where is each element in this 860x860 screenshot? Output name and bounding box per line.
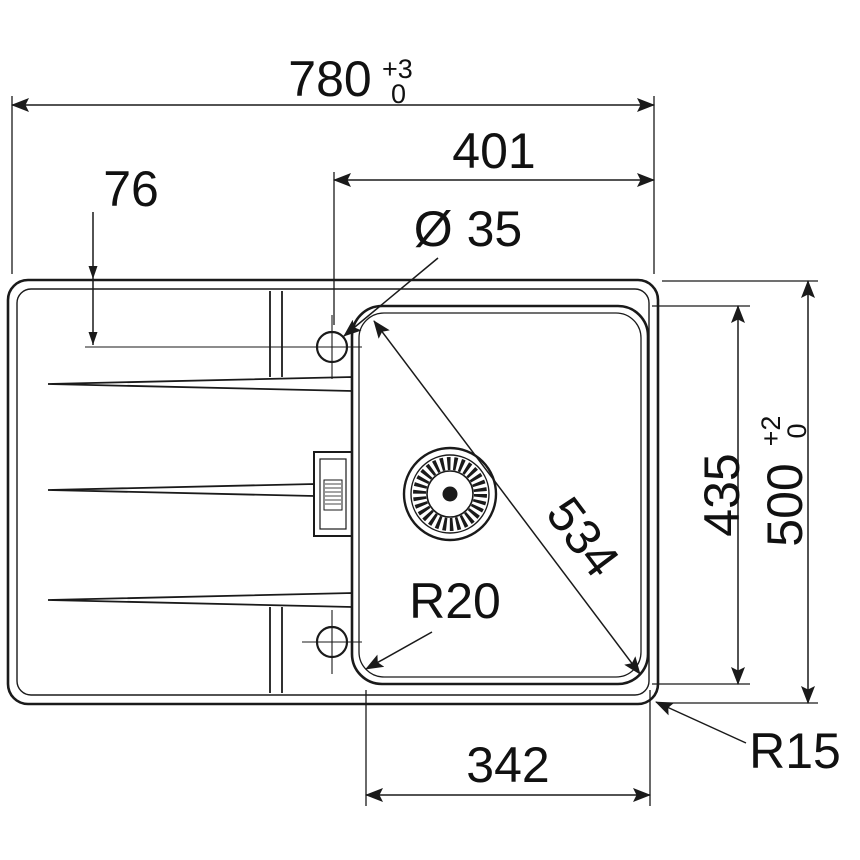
drain-waste bbox=[402, 446, 498, 542]
bowl-inner-outline bbox=[358, 312, 642, 678]
arrowhead bbox=[88, 266, 98, 279]
tap-hole-circle bbox=[315, 625, 349, 659]
leader-bowl-radius bbox=[365, 631, 433, 670]
dim-label-tap-setback: 76 bbox=[103, 161, 159, 217]
dim-label-bowl-diagonal: 534 bbox=[536, 487, 631, 587]
overflow-hatch bbox=[325, 483, 341, 505]
drainer-divider-lines bbox=[269, 291, 283, 693]
leader-rim-radius bbox=[655, 701, 747, 744]
drainer-groove bbox=[47, 483, 315, 497]
drainer-groove bbox=[47, 376, 353, 392]
dim-tolerance-plus: +2 bbox=[756, 416, 786, 447]
dim-label-overall-depth: 500 bbox=[757, 463, 813, 546]
dim-label-bowl-depth: 435 bbox=[694, 453, 750, 536]
leader-tap-diameter bbox=[343, 257, 439, 337]
dim-label-tap-diameter: Ø 35 bbox=[414, 201, 522, 257]
dim-label-overall-width: 780 bbox=[288, 51, 371, 107]
overflow-fitting bbox=[313, 451, 353, 537]
dimension-lines bbox=[11, 98, 815, 802]
arrowhead bbox=[88, 332, 98, 345]
dim-label-rim-radius: R15 bbox=[749, 723, 841, 779]
dim-label-tap-to-right: 401 bbox=[452, 123, 535, 179]
dim-tolerance-plus: +3 bbox=[382, 54, 413, 84]
dim-tolerance-minus: 0 bbox=[391, 79, 406, 109]
drain-center bbox=[442, 486, 458, 502]
tap-hole-bottom bbox=[302, 610, 362, 674]
dim-label-bowl-radius: R20 bbox=[409, 573, 501, 629]
tap-hole-circle bbox=[315, 330, 349, 364]
drainer-groove bbox=[47, 592, 353, 608]
dim-tolerance-minus: 0 bbox=[782, 423, 812, 438]
dim-line-bowl-diagonal bbox=[373, 320, 641, 675]
sink-outer-outline bbox=[6, 278, 660, 706]
sink-body bbox=[6, 278, 660, 706]
dimension-labels: 780 +3 0 401 76 Ø 35 534 R20 435 500 +2 … bbox=[103, 51, 841, 793]
dim-label-bowl-width: 342 bbox=[466, 737, 549, 793]
tap-hole-top bbox=[85, 315, 362, 379]
